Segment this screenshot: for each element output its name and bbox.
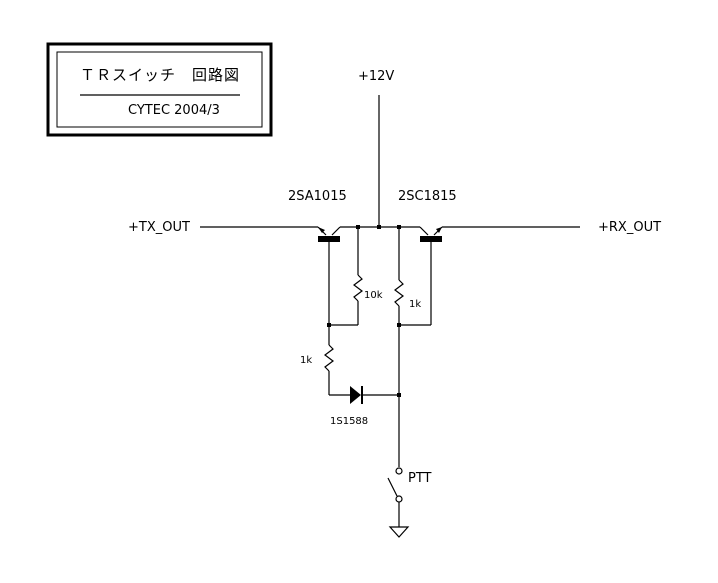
q1-label: 2SA1015 bbox=[288, 189, 347, 204]
r1k-right-label: 1k bbox=[409, 299, 421, 310]
junction-dot bbox=[397, 393, 401, 397]
junction-dot bbox=[377, 225, 381, 229]
resistor-1k-left bbox=[324, 325, 334, 395]
transistor-q1 bbox=[317, 226, 341, 325]
ground-symbol bbox=[388, 526, 410, 538]
subtitle-text: CYTEC 2004/3 bbox=[128, 103, 220, 118]
tx-out-label: +TX_OUT bbox=[128, 220, 190, 235]
q2-label: 2SC1815 bbox=[398, 189, 457, 204]
resistor-1k-right bbox=[394, 227, 404, 325]
r10k-label: 10k bbox=[364, 290, 383, 301]
ptt-label: PTT bbox=[408, 471, 432, 486]
diode-1s1588 bbox=[329, 386, 399, 404]
r1k-left-label: 1k bbox=[300, 355, 312, 366]
resistor-10k bbox=[353, 227, 363, 325]
title-text: ＴＲスイッチ 回路図 bbox=[80, 66, 240, 84]
title-block: ＴＲスイッチ 回路図 CYTEC 2004/3 bbox=[46, 42, 273, 137]
supply-label: +12V bbox=[358, 69, 394, 84]
ptt-switch bbox=[387, 467, 403, 527]
rx-out-label: +RX_OUT bbox=[598, 220, 661, 235]
transistor-q2 bbox=[419, 226, 443, 325]
diode-label: 1S1588 bbox=[330, 416, 368, 427]
